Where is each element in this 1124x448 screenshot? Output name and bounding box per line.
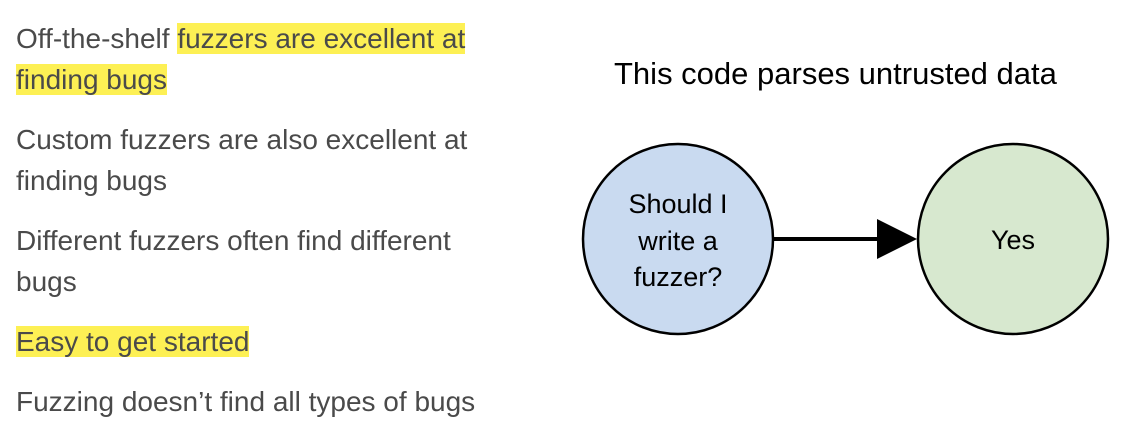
bullet-text: Custom fuzzers are also excellent at [16,124,468,155]
bullet-different: Different fuzzers often find different b… [16,220,536,302]
bullet-custom: Custom fuzzers are also excellent at fin… [16,119,536,201]
bullet-text: Off-the-shelf [16,23,178,54]
bullet-text: Fuzzing doesn’t find all types of bugs [16,386,476,417]
answer-node: Yes [916,142,1110,336]
bullet-easy: Easy to get started [16,321,536,362]
question-line-3: fuzzer? [634,262,723,292]
bullet-highlight: finding bugs [16,64,168,95]
bullet-text: finding bugs [16,165,168,196]
diagram-title: This code parses untrusted data [614,56,1057,91]
question-line-2: write a [637,226,719,256]
bullet-text: bugs [16,266,77,297]
bullet-limits: Fuzzing doesn’t find all types of bugs [16,381,536,422]
bullet-text: Different fuzzers often find different [16,225,451,256]
question-node: Should I write a fuzzer? [581,142,775,336]
question-line-1: Should I [628,189,727,219]
answer-label: Yes [991,225,1035,255]
bullet-offtheshelf: Off-the-shelf fuzzers are excellent at f… [16,18,536,100]
question-node-circle [581,142,775,336]
bullet-list: Off-the-shelf fuzzers are excellent at f… [16,18,536,441]
answer-node-circle [916,142,1110,336]
bullet-highlight: Easy to get started [16,326,250,357]
bullet-highlight: fuzzers are excellent at [177,23,466,54]
